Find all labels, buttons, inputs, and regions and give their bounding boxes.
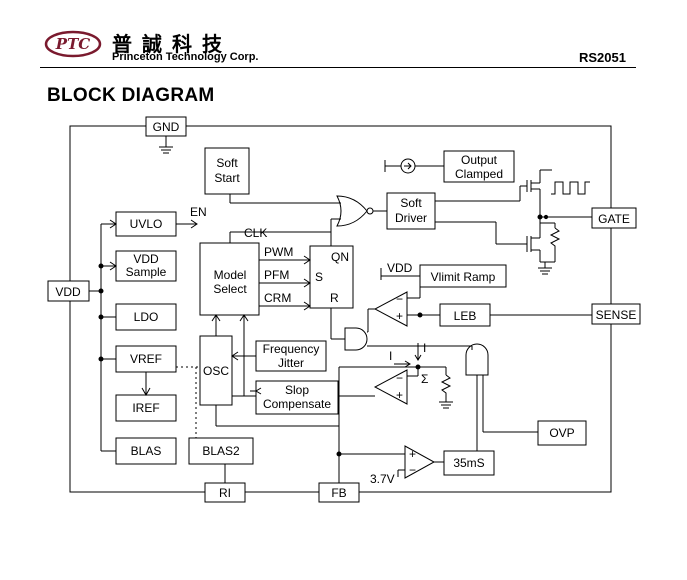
svg-text:FB: FB (331, 486, 346, 500)
svg-text:Compensate: Compensate (263, 397, 331, 411)
svg-text:LDO: LDO (134, 310, 159, 324)
svg-text:Output: Output (461, 153, 498, 167)
svg-text:S: S (315, 270, 323, 284)
comparator-3: + − (404, 445, 436, 479)
svg-text:OSC: OSC (203, 364, 229, 378)
svg-text:−: − (396, 292, 403, 306)
vdd-bus (89, 219, 117, 452)
svg-text:Driver: Driver (395, 211, 427, 225)
svg-text:VDD: VDD (133, 252, 159, 266)
fb-bus (215, 366, 418, 483)
comparator-2: − + (373, 369, 408, 405)
osc-block: OSC (199, 335, 233, 406)
svg-text:VREF: VREF (130, 352, 162, 366)
svg-text:35mS: 35mS (453, 456, 484, 470)
svg-text:GATE: GATE (598, 212, 630, 226)
svg-text:Frequency: Frequency (263, 342, 320, 356)
pfm-label: PFM (264, 268, 289, 282)
clk-label: CLK (244, 226, 267, 240)
reference-voltage-label: 3.7V (370, 472, 395, 486)
output-clamped-source (384, 158, 444, 174)
svg-text:Model: Model (214, 268, 247, 282)
company-name-en: Princeton Technology Corp. (112, 51, 259, 63)
ovp-block: OVP (537, 420, 587, 446)
svg-text:−: − (396, 371, 403, 385)
timer-block: 35mS (443, 450, 495, 476)
crm-label: CRM (264, 291, 291, 305)
model-select-block: Model Select (199, 242, 260, 316)
output-stage (435, 169, 592, 275)
iref-block: IREF (115, 394, 177, 422)
pwm-label: PWM (264, 245, 293, 259)
section-title: BLOCK DIAGRAM (47, 85, 215, 106)
frequency-jitter-block: Frequency Jitter (255, 340, 327, 372)
svg-text:Clamped: Clamped (455, 167, 503, 181)
svg-text:QN: QN (331, 250, 349, 264)
svg-text:Jitter: Jitter (278, 356, 304, 370)
pin-vdd: VDD (47, 280, 90, 302)
svg-text:Σ: Σ (421, 372, 428, 386)
sr-latch: QN S R (309, 245, 354, 309)
header-rule (40, 67, 636, 68)
blas-block: BLAS (115, 437, 177, 465)
svg-text:RI: RI (219, 486, 231, 500)
vlimit-ramp-block: Vlimit Ramp (419, 264, 507, 288)
svg-text:I: I (389, 349, 392, 363)
vdd-sample-block: VDD Sample (115, 250, 177, 282)
uvlo-block: UVLO (115, 211, 177, 237)
svg-text:BLAS: BLAS (131, 444, 162, 458)
svg-text:Soft: Soft (400, 196, 422, 210)
leb-block: LEB (439, 303, 491, 327)
vref-block: VREF (115, 345, 177, 373)
chip-outline (69, 125, 612, 493)
pin-fb: FB (318, 482, 360, 503)
svg-text:+: + (409, 447, 416, 461)
svg-text:OVP: OVP (549, 426, 574, 440)
company-name-cn: 普誠科技 (112, 32, 232, 56)
blas2-block: BLAS2 (188, 437, 254, 465)
svg-text:Slop: Slop (285, 383, 309, 397)
svg-text:+: + (396, 388, 403, 402)
svg-text:I: I (423, 341, 426, 355)
svg-text:LEB: LEB (454, 309, 477, 323)
svg-text:SENSE: SENSE (596, 308, 637, 322)
svg-text:VDD: VDD (55, 285, 81, 299)
and-gate-1 (344, 327, 368, 351)
ptc-logo: PTC (44, 30, 102, 58)
svg-text:IREF: IREF (132, 401, 159, 415)
svg-text:−: − (409, 463, 416, 477)
pin-gate: GATE (591, 207, 637, 229)
ldo-block: LDO (115, 303, 177, 331)
svg-text:UVLO: UVLO (130, 217, 163, 231)
svg-text:Vlimit Ramp: Vlimit Ramp (431, 270, 496, 284)
pin-sense: SENSE (591, 303, 641, 325)
comparator-1: − + (373, 291, 408, 327)
output-clamped-block: Output Clamped (443, 150, 515, 183)
soft-driver-block: Soft Driver (386, 192, 436, 230)
svg-text:Soft: Soft (216, 156, 238, 170)
part-number: RS2051 (579, 50, 626, 65)
logo-text: PTC (55, 35, 90, 53)
svg-text:BLAS2: BLAS2 (202, 444, 240, 458)
pin-gnd: GND (145, 116, 187, 154)
pin-ri: RI (204, 482, 246, 503)
svg-text:Sample: Sample (126, 265, 167, 279)
svg-text:GND: GND (153, 120, 180, 134)
soft-start-block: Soft Start (204, 147, 250, 195)
slop-compensate-block: Slop Compensate (255, 380, 339, 415)
svg-text:Start: Start (214, 171, 240, 185)
svg-text:R: R (330, 291, 339, 305)
vdd-ramp-label: VDD (387, 261, 413, 275)
svg-text:+: + (396, 309, 403, 323)
nor-gate (336, 195, 374, 227)
svg-text:Select: Select (213, 282, 247, 296)
and-gate-2 (465, 343, 489, 376)
en-label: EN (190, 205, 207, 219)
